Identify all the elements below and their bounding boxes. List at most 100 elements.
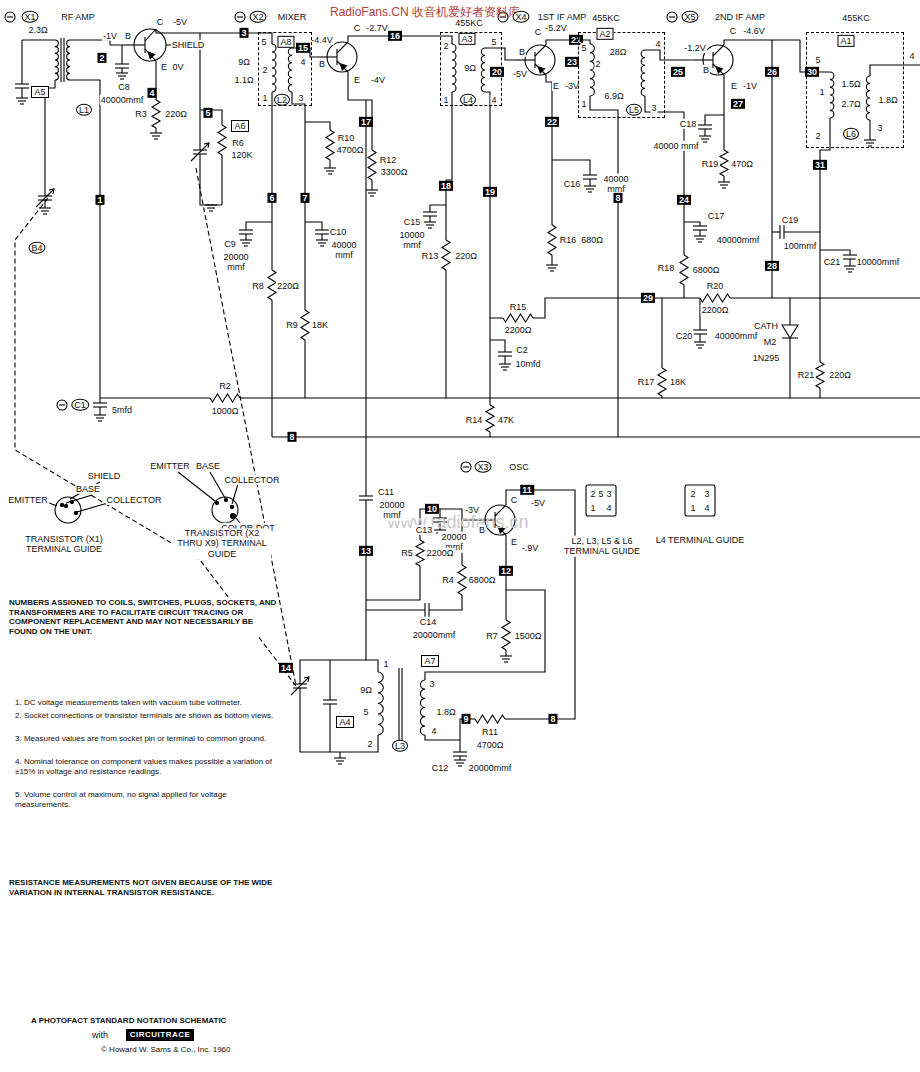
wire	[723, 176, 724, 182]
wire	[771, 40, 772, 298]
component-label: C10	[329, 227, 348, 237]
component-label: COLLECTOR	[224, 475, 281, 485]
component-label: -3V	[464, 505, 480, 515]
note-text: 5. Volume control at maximum, no signal …	[14, 790, 278, 809]
part-designator: A3	[458, 33, 475, 45]
transistor-symbol	[535, 64, 546, 75]
callout-number: 1	[95, 195, 104, 205]
note-text: © Howard W. Sams & Co., Inc. 1960	[100, 1045, 302, 1055]
terminal-pin	[70, 500, 73, 503]
transistor-symbol	[712, 52, 713, 68]
component-label: R15	[509, 302, 528, 312]
transistor-symbol	[517, 59, 535, 60]
ground-symbol	[501, 366, 509, 367]
ground-symbol	[584, 185, 596, 186]
wire	[684, 222, 700, 226]
wire	[304, 340, 305, 398]
terminal-guide	[212, 497, 238, 523]
wire	[699, 230, 700, 236]
ground-symbol	[503, 369, 507, 370]
variable-capacitor	[293, 683, 307, 684]
wire	[459, 740, 460, 752]
resistor-symbol	[503, 314, 533, 322]
transistor-symbol	[494, 512, 495, 528]
component-label: M2	[763, 337, 778, 347]
capacitor-symbol	[783, 225, 784, 239]
ground-symbol	[242, 242, 250, 243]
ground-symbol	[499, 363, 511, 364]
wire	[99, 407, 100, 415]
wire	[772, 231, 780, 232]
terminal-pin	[215, 501, 218, 504]
polarity-mark	[235, 12, 245, 22]
coil-symbol	[67, 40, 70, 80]
component-label: 1	[580, 99, 587, 109]
component-label: 5mfd	[111, 405, 133, 415]
ground-symbol	[722, 187, 726, 188]
ground-symbol	[550, 270, 554, 271]
component-label: R11	[481, 727, 499, 737]
ground-symbol	[120, 78, 124, 79]
wire	[329, 704, 330, 752]
callout-number: 9	[461, 714, 470, 724]
component-label: -1V	[742, 81, 758, 91]
capacitor-symbol	[239, 233, 253, 234]
ground-symbol	[320, 245, 324, 246]
part-designator: A1	[837, 35, 854, 47]
ground-symbol	[694, 235, 706, 236]
ground-symbol	[336, 760, 344, 761]
part-designator: A6	[234, 121, 245, 131]
ground-symbol	[720, 184, 728, 185]
component-label: 2	[261, 65, 268, 75]
resistor-symbol	[326, 130, 334, 160]
ground-symbol	[844, 265, 856, 266]
component-label: 470Ω	[730, 159, 754, 169]
capacitor-symbol	[433, 517, 447, 518]
resistor-symbol	[548, 225, 556, 255]
ground-symbol	[868, 145, 872, 146]
component-label: 20000 mmf	[220, 252, 252, 273]
watermark: RadioFans.CN 收音机爱好者资料库	[329, 6, 521, 20]
callout-number: 28	[765, 261, 779, 271]
wire	[371, 180, 372, 190]
component-label: -.9V	[521, 543, 540, 553]
terminal-guide	[55, 497, 81, 523]
component-label: 4	[430, 726, 437, 736]
wire	[429, 595, 462, 610]
frequency-label: 455KC	[454, 18, 484, 28]
transistor-symbol	[485, 505, 515, 535]
ground-symbol	[424, 221, 436, 222]
circled-designator: X5	[681, 11, 698, 23]
ground-symbol	[18, 100, 26, 101]
ground-symbol	[848, 271, 852, 272]
wire	[552, 160, 590, 175]
frequency-label: 455KC	[841, 13, 871, 23]
component-label: C13	[415, 525, 434, 535]
circled-designator: B4	[28, 242, 45, 254]
part-tag: A5	[31, 86, 48, 98]
component-label: 40000 mmf	[328, 240, 360, 261]
callout-number: 19	[483, 187, 497, 197]
component-label: C16	[563, 179, 582, 189]
wire	[730, 297, 920, 298]
capacitor-symbol	[498, 355, 512, 356]
ground-symbol	[546, 264, 558, 265]
callout-number: 26	[765, 67, 779, 77]
capacitor-symbol	[453, 751, 467, 752]
wire	[661, 298, 662, 368]
wire	[99, 398, 100, 403]
terminal-guide	[685, 485, 715, 516]
ground-symbol	[318, 242, 326, 243]
circled-designator: L1	[76, 104, 92, 116]
component-label: 6800Ω	[468, 575, 497, 585]
part-designator: A5	[34, 87, 45, 97]
variable-capacitor	[36, 189, 54, 207]
ground-symbol	[316, 239, 328, 240]
component-label: 1	[589, 503, 596, 513]
wire	[430, 205, 446, 212]
callout-number: 18	[439, 181, 453, 191]
capacitor-symbol	[323, 703, 337, 704]
coil-symbol	[378, 672, 383, 735]
resistor-symbol	[700, 294, 730, 302]
component-label: BASE	[195, 461, 221, 471]
